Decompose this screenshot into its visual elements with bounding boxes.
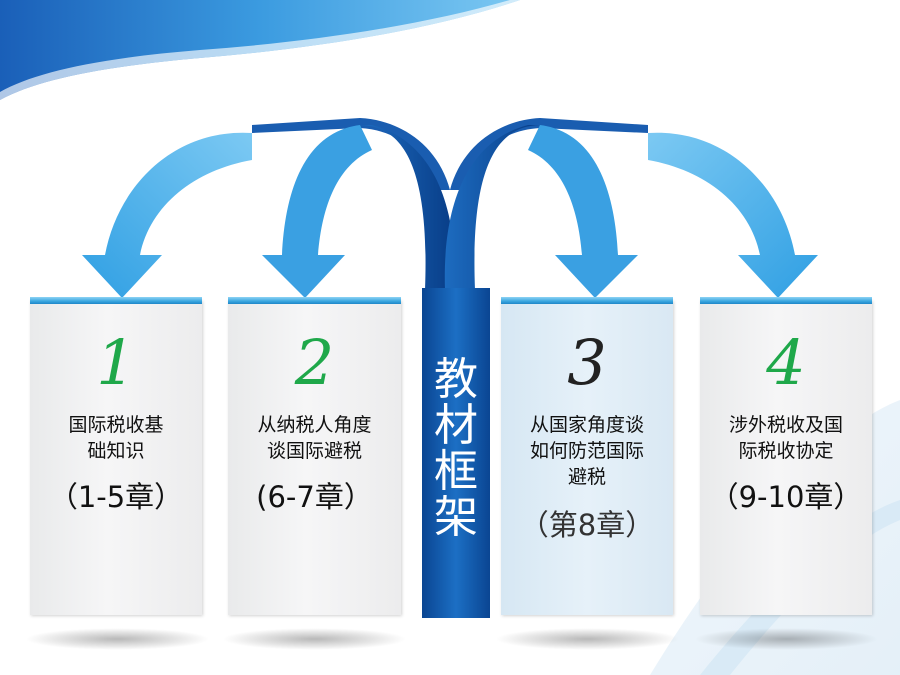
card-description-line: 谈国际避税	[266, 440, 362, 462]
card-shadow	[694, 628, 879, 650]
title-char: 教	[434, 354, 478, 405]
card-chapter: （1-5章）	[48, 480, 184, 514]
card-description: 涉外税收及国 际税收协定	[700, 412, 872, 464]
trunk	[422, 288, 490, 618]
card-number: 2	[294, 326, 335, 399]
card-top-bar	[700, 297, 872, 304]
card-chapter: (6-7章）	[256, 480, 373, 514]
card-description-line: 涉外税收及国	[728, 414, 843, 436]
title-char: 材	[434, 400, 478, 451]
card-description-line: 避税	[567, 466, 606, 488]
card-top-bar	[501, 297, 673, 304]
arrow-to-card-1	[82, 132, 252, 298]
card-shadow	[222, 628, 407, 650]
card-shadow	[495, 628, 680, 650]
card-description-line: 国际税收基	[68, 414, 164, 436]
card-tax-avoidance: 2 从纳税人角度 谈国际避税 (6-7章）	[228, 297, 401, 615]
title-char: 架	[434, 492, 478, 543]
card-description-line: 础知识	[87, 440, 145, 462]
card-shadow	[25, 628, 210, 650]
card-number: 3	[567, 326, 607, 399]
arrow-to-card-3	[528, 125, 638, 298]
card-top-bar	[30, 297, 202, 304]
card-description-line: 如何防范国际	[529, 440, 644, 462]
card-description-line: 从国家角度谈	[529, 414, 644, 436]
card-top-bar	[228, 297, 401, 304]
card-description-line: 从纳税人角度	[257, 414, 372, 436]
arrow-to-card-4	[648, 132, 818, 298]
card-basics: 1 国际税收基 础知识 （1-5章）	[30, 297, 202, 615]
framework-title: 教 材 框 架	[422, 357, 490, 541]
card-anti-avoidance: 3 从国家角度谈 如何防范国际 避税 （第8章）	[501, 297, 673, 615]
card-chapter: （9-10章）	[709, 480, 863, 514]
title-char: 框	[434, 446, 478, 497]
card-description: 从国家角度谈 如何防范国际 避税	[501, 412, 673, 490]
card-tax-treaties: 4 涉外税收及国 际税收协定 （9-10章）	[700, 297, 872, 615]
card-description: 国际税收基 础知识	[30, 412, 202, 464]
card-description: 从纳税人角度 谈国际避税	[228, 412, 401, 464]
card-number: 1	[96, 326, 136, 399]
card-number: 4	[766, 326, 806, 399]
card-description-line: 际税收协定	[738, 440, 834, 462]
card-chapter: （第8章）	[519, 508, 655, 542]
arrow-to-card-2	[262, 125, 372, 298]
